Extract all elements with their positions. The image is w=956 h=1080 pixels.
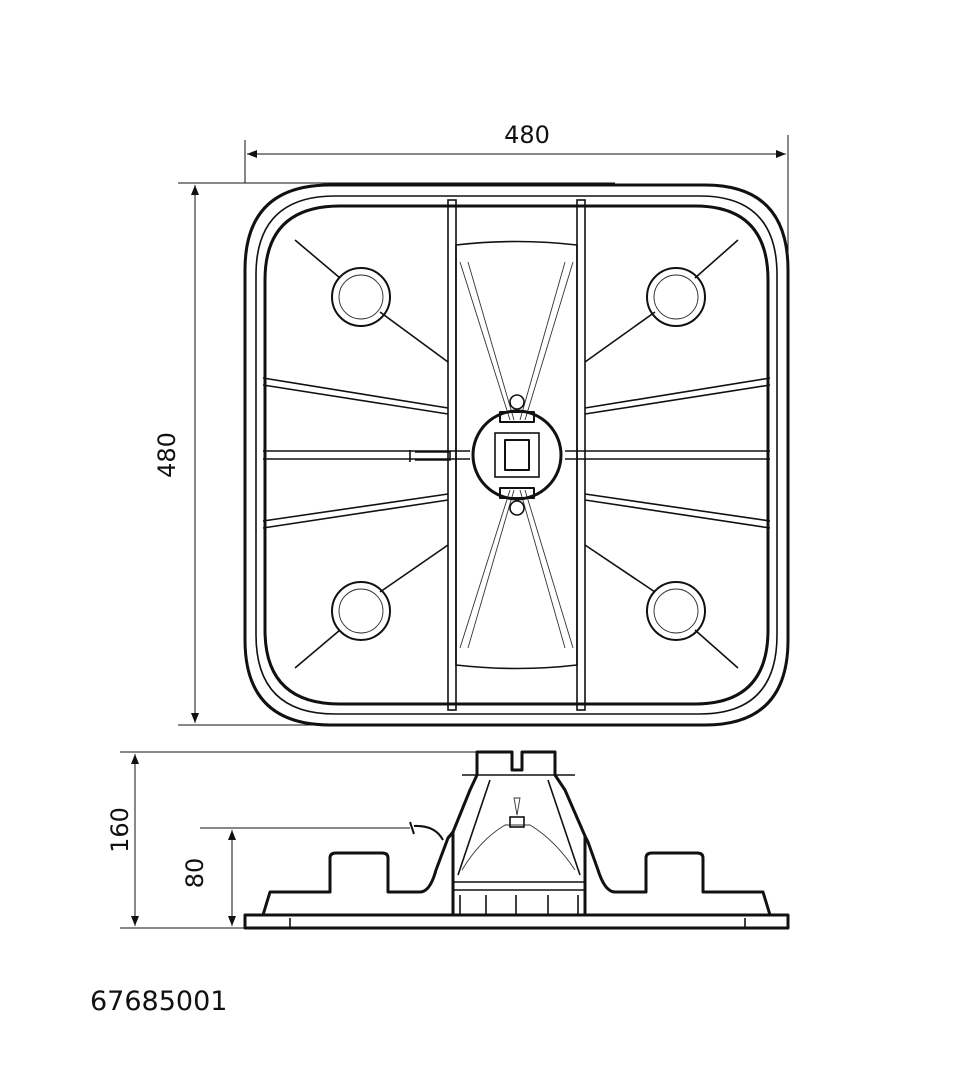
dimension-label-depth: 480 xyxy=(153,432,181,478)
dimension-label-width: 480 xyxy=(504,121,550,149)
top-view xyxy=(243,183,790,727)
side-view xyxy=(243,750,790,930)
dimension-inlet-height: 80 xyxy=(181,827,410,926)
center-hub xyxy=(471,394,563,516)
dimension-label-inlet-height: 80 xyxy=(181,858,209,889)
dimension-top-width: 480 xyxy=(244,121,789,300)
dimension-label-total-height: 160 xyxy=(106,807,134,853)
dimension-top-depth: 480 xyxy=(153,182,615,726)
dimension-side-height: 160 xyxy=(106,751,480,929)
part-number: 67685001 xyxy=(90,986,227,1017)
anchor-holes xyxy=(331,267,706,641)
